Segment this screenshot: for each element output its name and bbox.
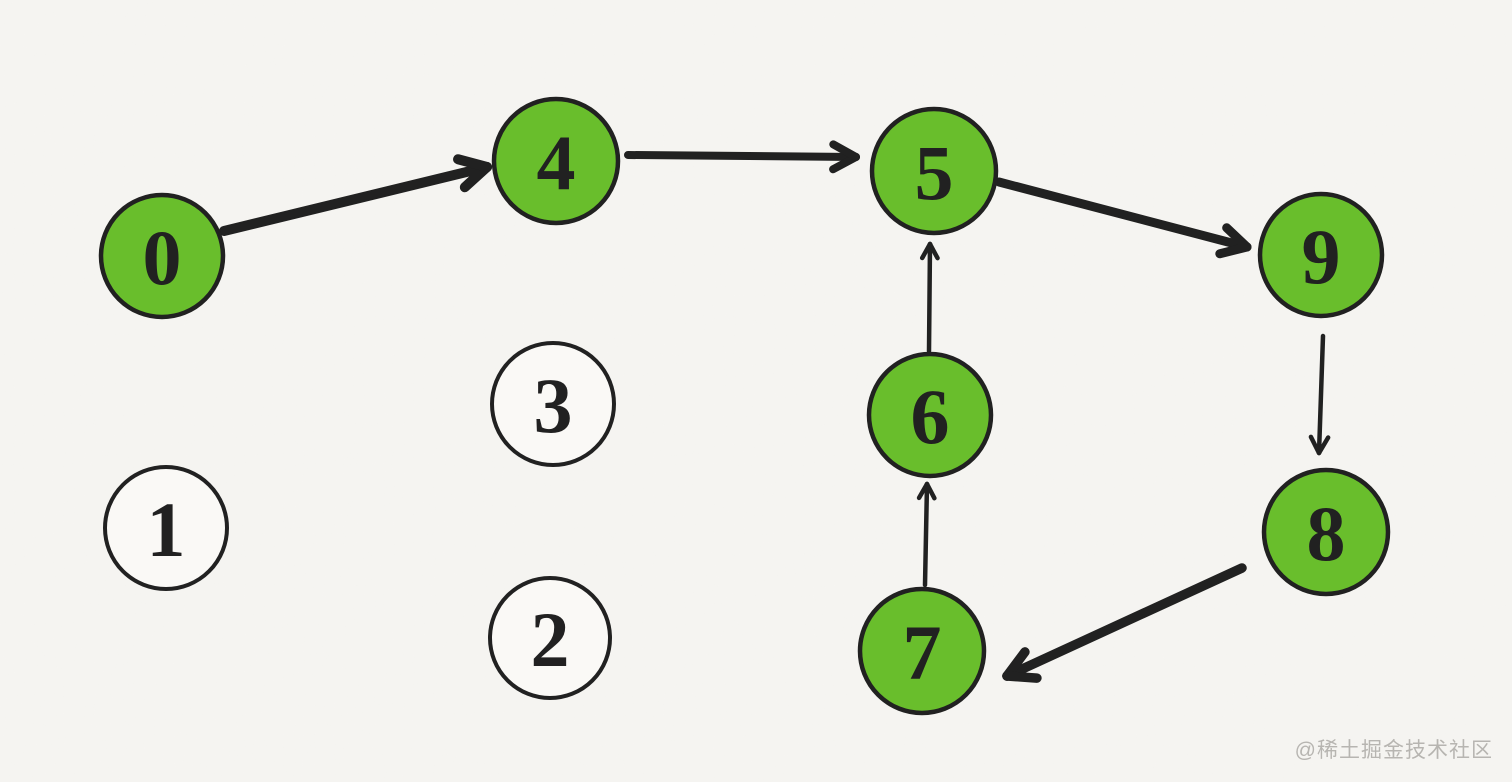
node-label: 9 [1302, 213, 1341, 300]
arrowhead-icon [1308, 434, 1322, 456]
arrowhead-icon [919, 241, 933, 261]
node-circle-unvisited [490, 341, 616, 467]
node-label: 8 [1307, 490, 1346, 577]
arrowhead-icon [916, 481, 930, 501]
node-circle-visited [1261, 467, 1391, 597]
arrowhead-icon [1316, 435, 1331, 456]
node-circle-visited [491, 96, 621, 226]
node-circle-visited [869, 106, 999, 236]
arrowhead-icon [1222, 223, 1252, 252]
arrowhead-icon [1002, 671, 1042, 683]
node-circle-visited [1257, 191, 1385, 319]
edge-line [1316, 333, 1326, 456]
node-circle-visited [98, 192, 226, 320]
edge-7-to-6 [916, 481, 937, 588]
graph-node-6: 6 [866, 351, 994, 479]
node-circle-unvisited [488, 576, 612, 700]
edges-layer [219, 140, 1331, 683]
edge-line [1002, 563, 1247, 681]
graph-node-2: 2 [488, 576, 612, 700]
node-label: 1 [147, 486, 186, 573]
edge-5-to-9 [994, 177, 1252, 259]
node-label: 6 [911, 373, 950, 460]
graph-node-4: 4 [491, 96, 621, 226]
node-circle-visited [866, 351, 994, 479]
edge-line [926, 241, 933, 354]
edge-6-to-5 [919, 241, 940, 354]
edge-line [219, 162, 492, 236]
edge-9-to-8 [1308, 333, 1331, 456]
edge-line [994, 177, 1252, 252]
node-label: 2 [531, 596, 570, 683]
graph-node-8: 8 [1261, 467, 1391, 597]
node-circle-visited [857, 586, 987, 716]
node-label: 0 [143, 214, 182, 301]
graph-node-9: 9 [1257, 191, 1385, 319]
arrowhead-icon [829, 140, 860, 161]
graph-node-3: 3 [490, 341, 616, 467]
node-label: 4 [537, 119, 576, 206]
graph-node-0: 0 [98, 192, 226, 320]
watermark: @稀土掘金技术社区 [1294, 739, 1493, 762]
edge-line [624, 151, 860, 161]
node-circle-unvisited [103, 465, 229, 591]
node-label: 3 [534, 362, 573, 449]
graph-node-7: 7 [857, 586, 987, 716]
graph-node-5: 5 [869, 106, 999, 236]
edge-0-to-4 [219, 154, 492, 236]
arrowhead-icon [453, 154, 492, 172]
nodes-layer: 0 1 2 3 4 5 6 7 8 9 [98, 96, 1391, 716]
node-label: 5 [915, 129, 954, 216]
graph-node-1: 1 [103, 465, 229, 591]
edge-4-to-5 [624, 140, 860, 174]
edge-line [922, 481, 930, 588]
node-label: 7 [903, 609, 942, 696]
edge-8-to-7 [1002, 563, 1247, 683]
